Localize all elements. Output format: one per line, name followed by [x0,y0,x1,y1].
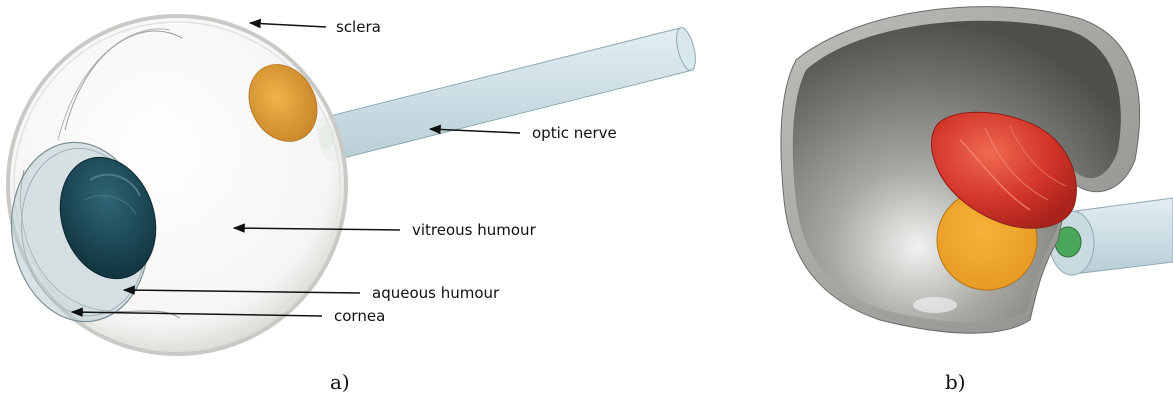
label-vitreous-humour: vitreous humour [412,221,537,239]
arrow-sclera [250,23,326,27]
optic-nerve-tube [314,26,699,163]
caption-b: b) [945,370,966,394]
label-optic-nerve: optic nerve [532,124,617,142]
label-aqueous-humour: aqueous humour [372,284,500,302]
caption-a: a) [330,370,350,394]
panel-b: b) [781,7,1173,394]
panel-a: sclera optic nerve vitreous humour aqueo… [0,16,699,394]
label-sclera: sclera [336,18,381,36]
label-cornea: cornea [334,307,385,325]
